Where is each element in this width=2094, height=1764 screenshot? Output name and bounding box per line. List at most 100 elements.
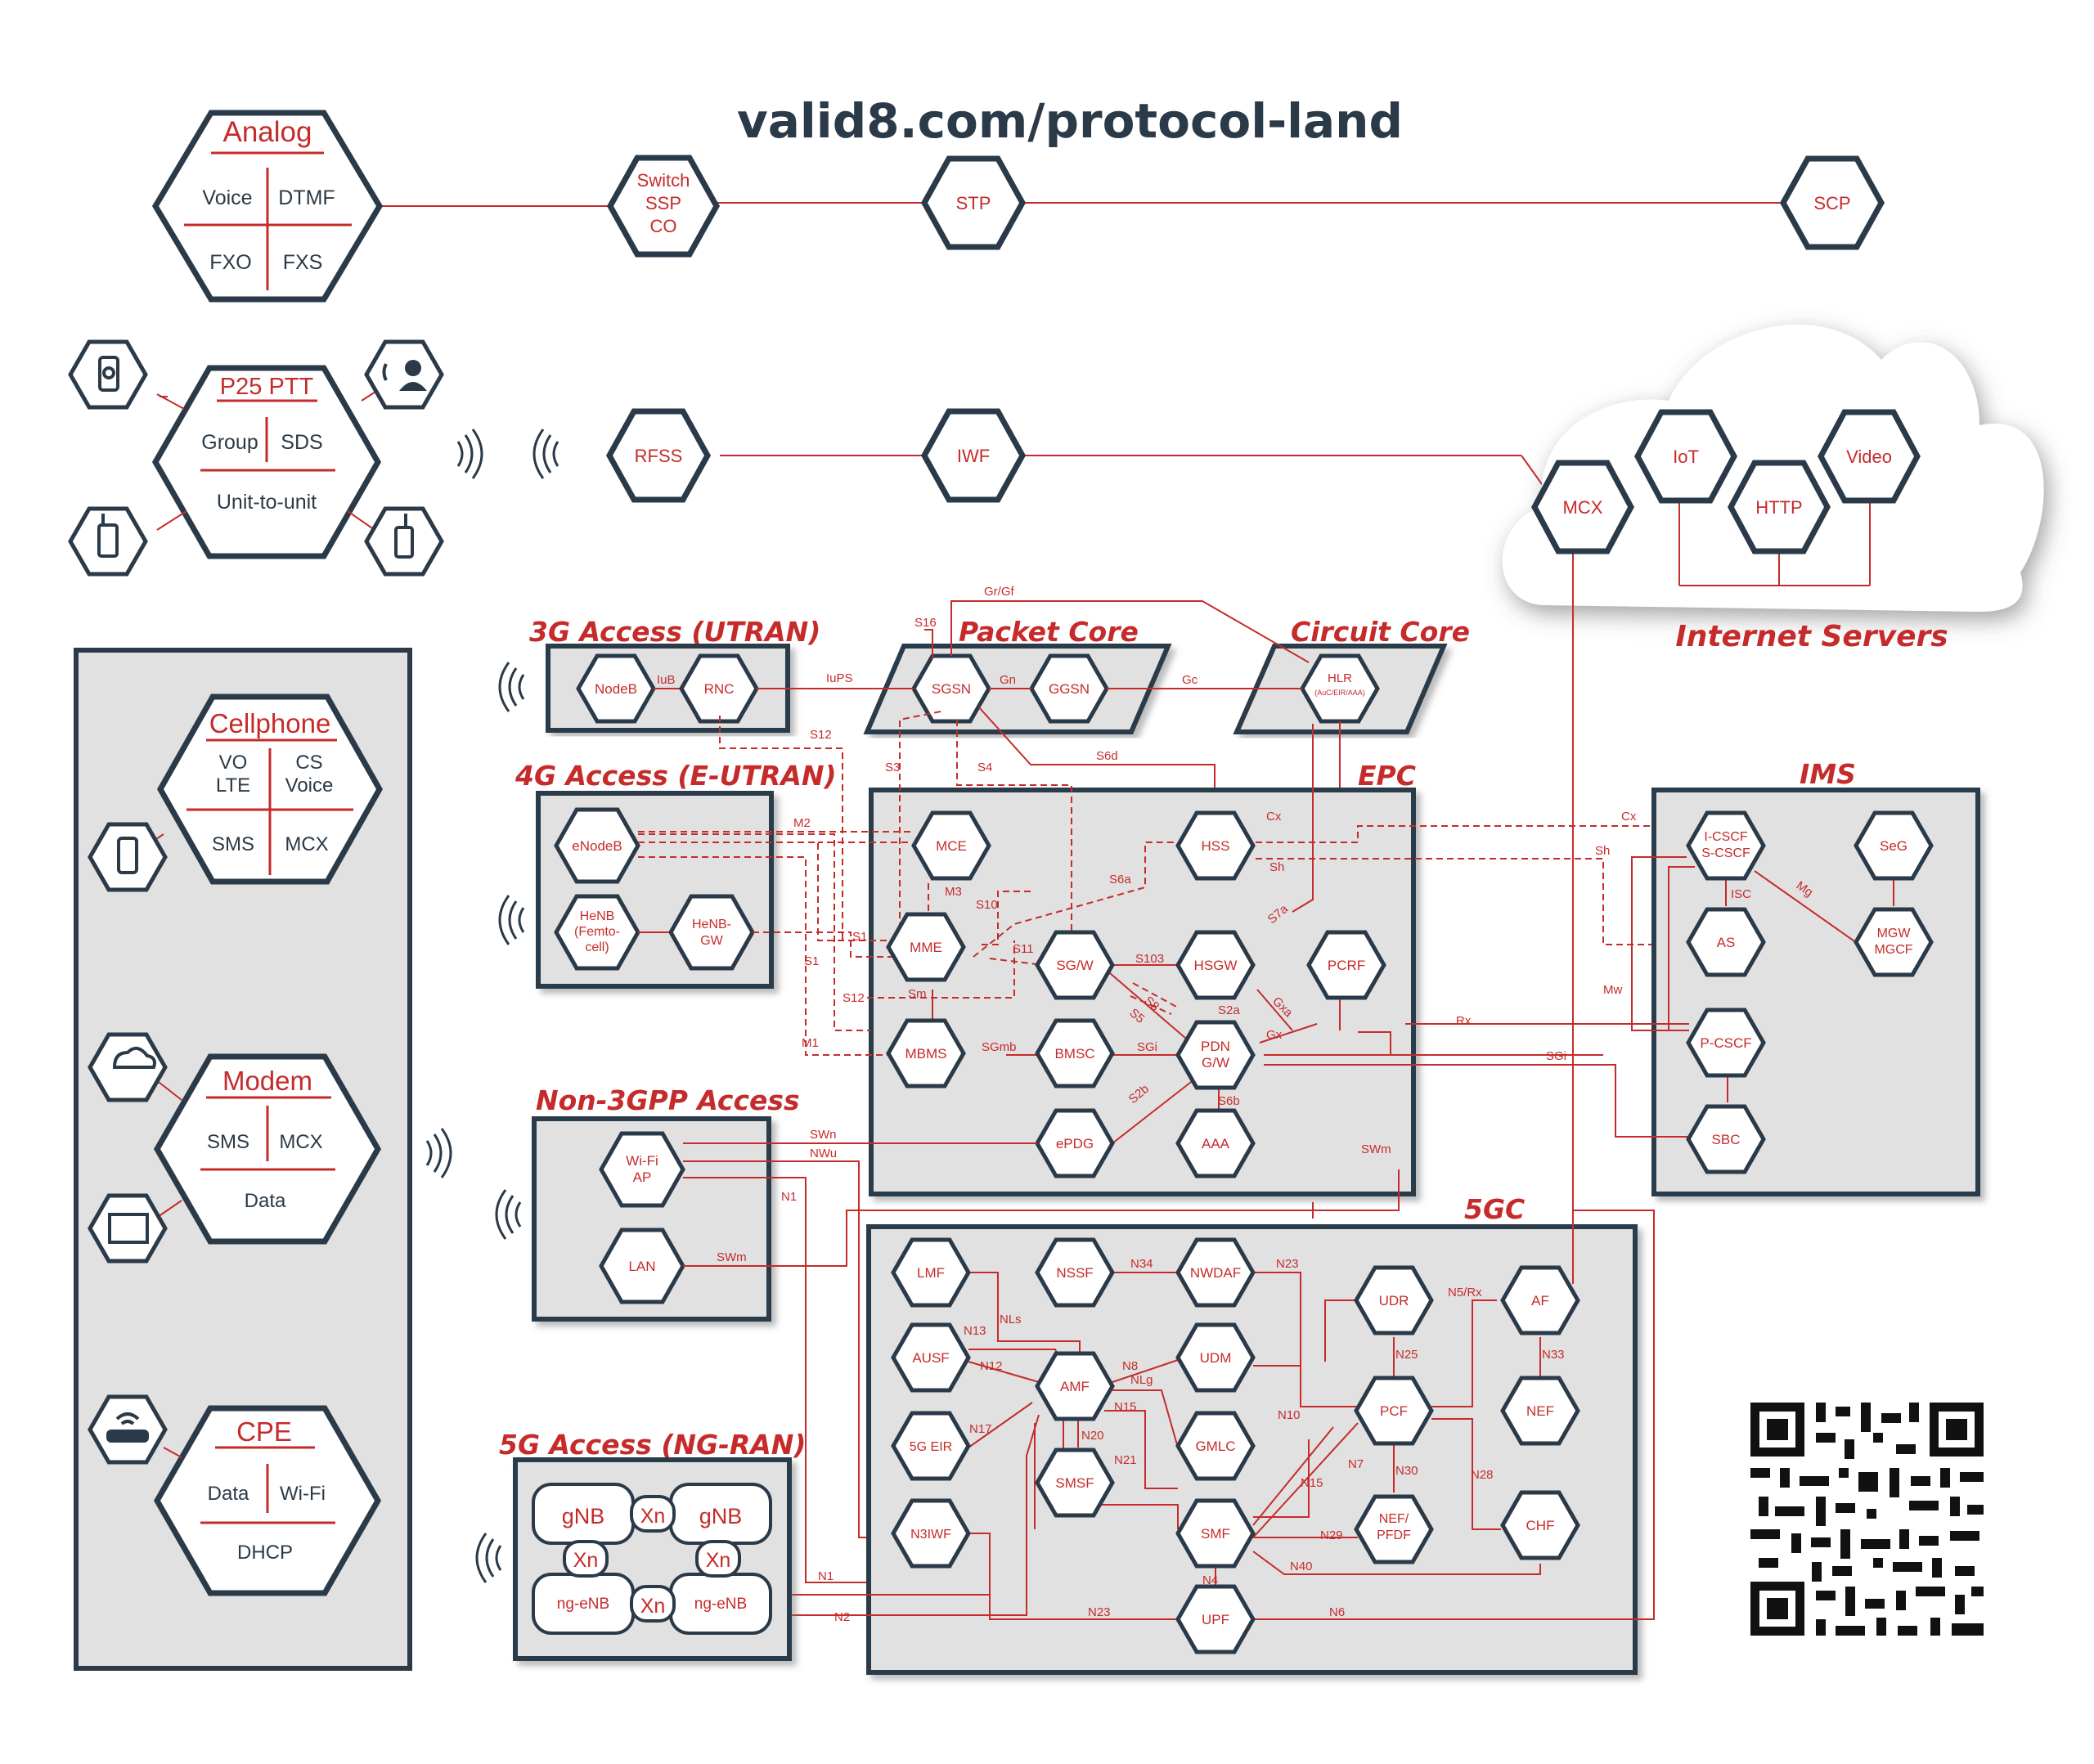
lmf-node[interactable]: LMF — [891, 1237, 971, 1308]
svg-text:N7: N7 — [1348, 1457, 1364, 1471]
nef-node[interactable]: NEF — [1500, 1376, 1580, 1446]
svg-text:SGi: SGi — [1137, 1040, 1157, 1054]
svg-text:N34: N34 — [1130, 1257, 1153, 1271]
svg-text:MGW: MGW — [1877, 927, 1912, 940]
p25-device: P25 PTT Group SDS Unit-to-unit — [151, 365, 382, 559]
svg-text:SG/W: SG/W — [1056, 958, 1093, 973]
bmsc-node[interactable]: BMSC — [1035, 1018, 1115, 1088]
switch-node[interactable]: Switch SSP CO — [606, 155, 721, 258]
video-node[interactable]: Video — [1818, 409, 1921, 504]
scp-node[interactable]: SCP — [1779, 155, 1885, 250]
svg-text:I-CSCF: I-CSCF — [1704, 830, 1748, 844]
ggsn-node[interactable]: GGSN — [1029, 653, 1109, 724]
mme-node[interactable]: MME — [886, 912, 966, 982]
ausf-node[interactable]: AUSF — [891, 1322, 971, 1393]
svg-text:N40: N40 — [1290, 1560, 1313, 1573]
svg-text:NEF/: NEF/ — [1379, 1512, 1409, 1526]
http-node[interactable]: HTTP — [1728, 460, 1831, 554]
mgw-mgcf-node[interactable]: MGW MGCF — [1854, 907, 1934, 977]
udm-node[interactable]: UDM — [1175, 1322, 1256, 1393]
analog-dtmf: DTMF — [278, 186, 335, 209]
svg-text:CS: CS — [295, 752, 322, 774]
svg-text:MCE: MCE — [936, 838, 967, 854]
pcrf-node[interactable]: PCRF — [1306, 930, 1386, 1000]
hlr-node[interactable]: HLR (AuC/EIR/AAA) — [1300, 653, 1380, 724]
epdg-node[interactable]: ePDG — [1035, 1108, 1115, 1178]
sgsn-node[interactable]: SGSN — [911, 653, 991, 724]
hss-node[interactable]: HSS — [1175, 810, 1256, 881]
henb-node[interactable]: HeNB (Femto- cell) — [554, 894, 640, 971]
enodeb-node[interactable]: eNodeB — [554, 807, 640, 884]
wireless-waves-5g — [475, 1533, 502, 1583]
upf-node[interactable]: UPF — [1175, 1584, 1256, 1654]
icscf-node[interactable]: I-CSCF S-CSCF — [1686, 810, 1766, 881]
nwdaf-node[interactable]: NWDAF — [1175, 1237, 1256, 1308]
rfss-node[interactable]: RFSS — [605, 408, 712, 503]
qr-code[interactable] — [1750, 1403, 1984, 1636]
iot-node[interactable]: IoT — [1634, 409, 1737, 504]
henb-gw-node[interactable]: HeNB- GW — [668, 894, 755, 971]
mce-node[interactable]: MCE — [911, 810, 991, 881]
nssf-node[interactable]: NSSF — [1035, 1237, 1115, 1308]
nef-pfdf-node[interactable]: NEF/ PFDF — [1354, 1494, 1434, 1564]
svg-text:LMF: LMF — [917, 1265, 945, 1281]
pcf-node[interactable]: PCF — [1354, 1376, 1434, 1446]
analog-voice: Voice — [202, 186, 252, 209]
mcx-cloud-node[interactable]: MCX — [1531, 460, 1634, 554]
aaa-node[interactable]: AAA — [1175, 1108, 1256, 1178]
svg-text:S6b: S6b — [1218, 1094, 1240, 1108]
hsgw-node[interactable]: HSGW — [1175, 930, 1256, 1000]
svg-text:AUSF: AUSF — [912, 1350, 949, 1366]
stp-node[interactable]: STP — [920, 155, 1027, 250]
wifi-ap-node[interactable]: Wi-Fi AP — [599, 1131, 685, 1208]
sgw-node[interactable]: SG/W — [1035, 930, 1115, 1000]
svg-text:PDN: PDN — [1201, 1039, 1230, 1054]
ngran-cluster: gNB gNB Xn Xn Xn Xn ng-eNB ng-eNB — [532, 1483, 772, 1635]
svg-text:MME: MME — [910, 940, 942, 955]
svg-text:PCRF: PCRF — [1328, 958, 1365, 973]
router-icon — [88, 1394, 168, 1465]
svg-text:STP: STP — [956, 193, 991, 213]
smf-node[interactable]: SMF — [1175, 1498, 1256, 1569]
svg-text:LAN: LAN — [628, 1259, 655, 1274]
svg-text:Video: Video — [1846, 447, 1892, 467]
n3iwf-node[interactable]: N3IWF — [891, 1498, 971, 1569]
pcscf-node[interactable]: P-CSCF — [1686, 1008, 1766, 1078]
svg-text:N4: N4 — [1202, 1573, 1218, 1587]
pdn-gw-node[interactable]: PDN G/W — [1175, 1020, 1256, 1090]
af-node[interactable]: AF — [1500, 1265, 1580, 1335]
mbms-node[interactable]: MBMS — [886, 1018, 966, 1088]
svg-text:N21: N21 — [1114, 1453, 1137, 1467]
svg-text:NEF: NEF — [1526, 1403, 1554, 1419]
eir5g-node[interactable]: 5G EIR — [891, 1411, 971, 1481]
amf-node[interactable]: AMF — [1035, 1351, 1115, 1421]
svg-text:S103: S103 — [1135, 952, 1164, 966]
svg-text:IoT: IoT — [1673, 447, 1699, 467]
wireless-waves-panel — [425, 1128, 452, 1178]
section-5gc: 5GC — [1464, 1193, 1525, 1225]
udr-node[interactable]: UDR — [1354, 1265, 1434, 1335]
svg-text:S2a: S2a — [1218, 1003, 1240, 1017]
svg-text:IWF: IWF — [957, 446, 990, 466]
svg-text:HLR: HLR — [1328, 671, 1352, 685]
svg-text:ePDG: ePDG — [1056, 1136, 1094, 1151]
seg-node[interactable]: SeG — [1854, 810, 1934, 881]
svg-text:RNC: RNC — [704, 681, 735, 697]
svg-text:NWu: NWu — [810, 1147, 837, 1160]
iwf-node[interactable]: IWF — [920, 408, 1027, 503]
svg-text:N29: N29 — [1320, 1528, 1343, 1542]
svg-text:N2: N2 — [834, 1610, 850, 1624]
nodeb-node[interactable]: NodeB — [576, 653, 656, 724]
chf-node[interactable]: CHF — [1500, 1490, 1580, 1560]
analog-fxo: FXO — [209, 251, 251, 274]
lan-node[interactable]: LAN — [599, 1228, 685, 1304]
smsf-node[interactable]: SMSF — [1035, 1448, 1115, 1518]
sbc-node[interactable]: SBC — [1686, 1104, 1766, 1174]
svg-text:gNB: gNB — [699, 1504, 743, 1528]
gmlc-node[interactable]: GMLC — [1175, 1411, 1256, 1481]
svg-text:SBC: SBC — [1712, 1132, 1741, 1147]
wireless-waves-4g — [498, 895, 525, 945]
svg-text:Gc: Gc — [1182, 673, 1198, 687]
rnc-node[interactable]: RNC — [679, 653, 759, 724]
as-node[interactable]: AS — [1686, 907, 1766, 977]
